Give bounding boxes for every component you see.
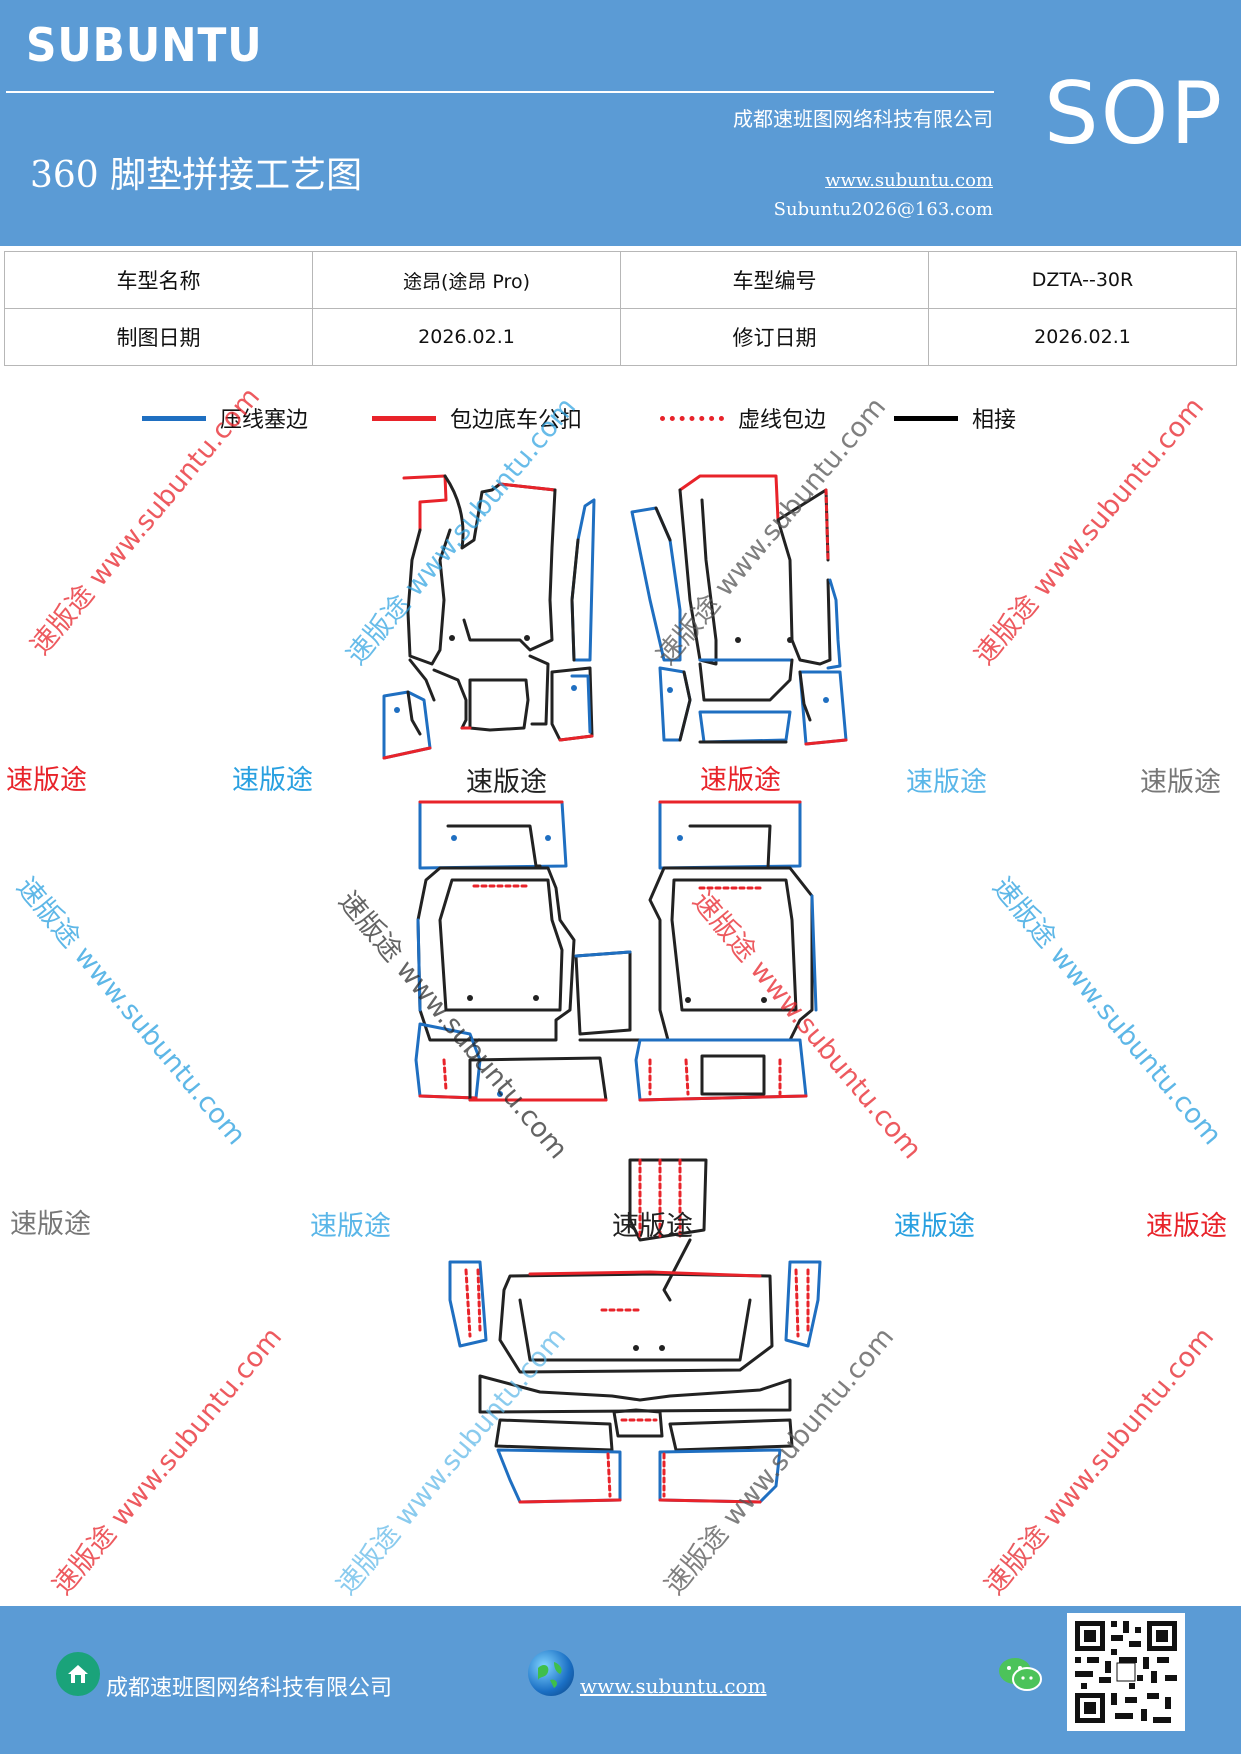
watermark-brand: 速版途 <box>310 1211 391 1242</box>
footer-company: 成都速班图网络科技有限公司 <box>106 1676 393 1701</box>
footer-website-link[interactable]: www.subuntu.com <box>580 1674 767 1698</box>
model-name-value: 途昂(途昂 Pro) <box>312 251 621 309</box>
legend-swatch <box>142 415 206 421</box>
legend-item-wrap-edge: 包边底车公扣 <box>372 402 582 434</box>
legend-label: 相接 <box>972 408 1017 433</box>
vehicle-info-table: 车型名称 途昂(途昂 Pro) 车型编号 DZTA--30R 制图日期 2026… <box>4 251 1237 366</box>
sop-badge: SOP <box>1044 64 1225 164</box>
watermark-brand: 速版途 <box>466 767 547 798</box>
front-right-mat <box>630 474 848 746</box>
legend-label: 压线塞边 <box>220 408 309 433</box>
header-divider <box>6 91 994 93</box>
front-left-mat <box>382 474 596 760</box>
header-email[interactable]: Subuntu2026@163.com <box>773 199 993 220</box>
model-code-label: 车型编号 <box>620 251 929 309</box>
third-row-mat <box>448 1158 822 1504</box>
header-bar <box>0 0 1241 246</box>
revision-date-value: 2026.02.1 <box>928 308 1237 366</box>
watermark-brand: 速版途 <box>700 765 781 796</box>
watermark-brand: 速版途 <box>232 765 313 796</box>
legend-swatch <box>372 415 436 421</box>
watermark-brand: 速版途 <box>1146 1211 1227 1242</box>
table-row: 车型名称 途昂(途昂 Pro) 车型编号 DZTA--30R <box>4 251 1237 309</box>
legend-item-joined: 相接 <box>894 402 1016 434</box>
home-icon <box>56 1652 100 1696</box>
watermark-brand: 速版途 <box>612 1211 693 1242</box>
document-title: 360 脚垫拼接工艺图 <box>30 155 363 196</box>
draw-date-value: 2026.02.1 <box>312 308 621 366</box>
qr-code-icon <box>1067 1613 1185 1731</box>
legend-item-dotted-edge: 虚线包边 <box>660 402 826 434</box>
draw-date-label: 制图日期 <box>4 308 313 366</box>
legend-item-press-line: 压线塞边 <box>142 402 308 434</box>
legend-label: 包边底车公扣 <box>450 408 583 433</box>
revision-date-label: 修订日期 <box>620 308 929 366</box>
model-code-value: DZTA--30R <box>928 251 1237 309</box>
watermark-brand: 速版途 <box>906 767 987 798</box>
legend-label: 虚线包边 <box>738 408 827 433</box>
header-website-link[interactable]: www.subuntu.com <box>825 170 993 191</box>
second-row-mat <box>414 800 818 1102</box>
wechat-icon[interactable] <box>996 1654 1044 1694</box>
watermark-brand: 速版途 <box>1140 767 1221 798</box>
watermark-brand: 速版途 <box>10 1209 91 1240</box>
table-row: 制图日期 2026.02.1 修订日期 2026.02.1 <box>4 308 1237 366</box>
globe-icon <box>528 1650 574 1696</box>
model-name-label: 车型名称 <box>4 251 313 309</box>
watermark-brand: 速版途 <box>894 1211 975 1242</box>
legend-swatch <box>660 415 724 421</box>
header-company: 成都速班图网络科技有限公司 <box>733 107 993 131</box>
legend-swatch <box>894 415 958 421</box>
watermark-brand: 速版途 <box>6 765 87 796</box>
brand-logo: SUBUNTU <box>26 18 263 72</box>
